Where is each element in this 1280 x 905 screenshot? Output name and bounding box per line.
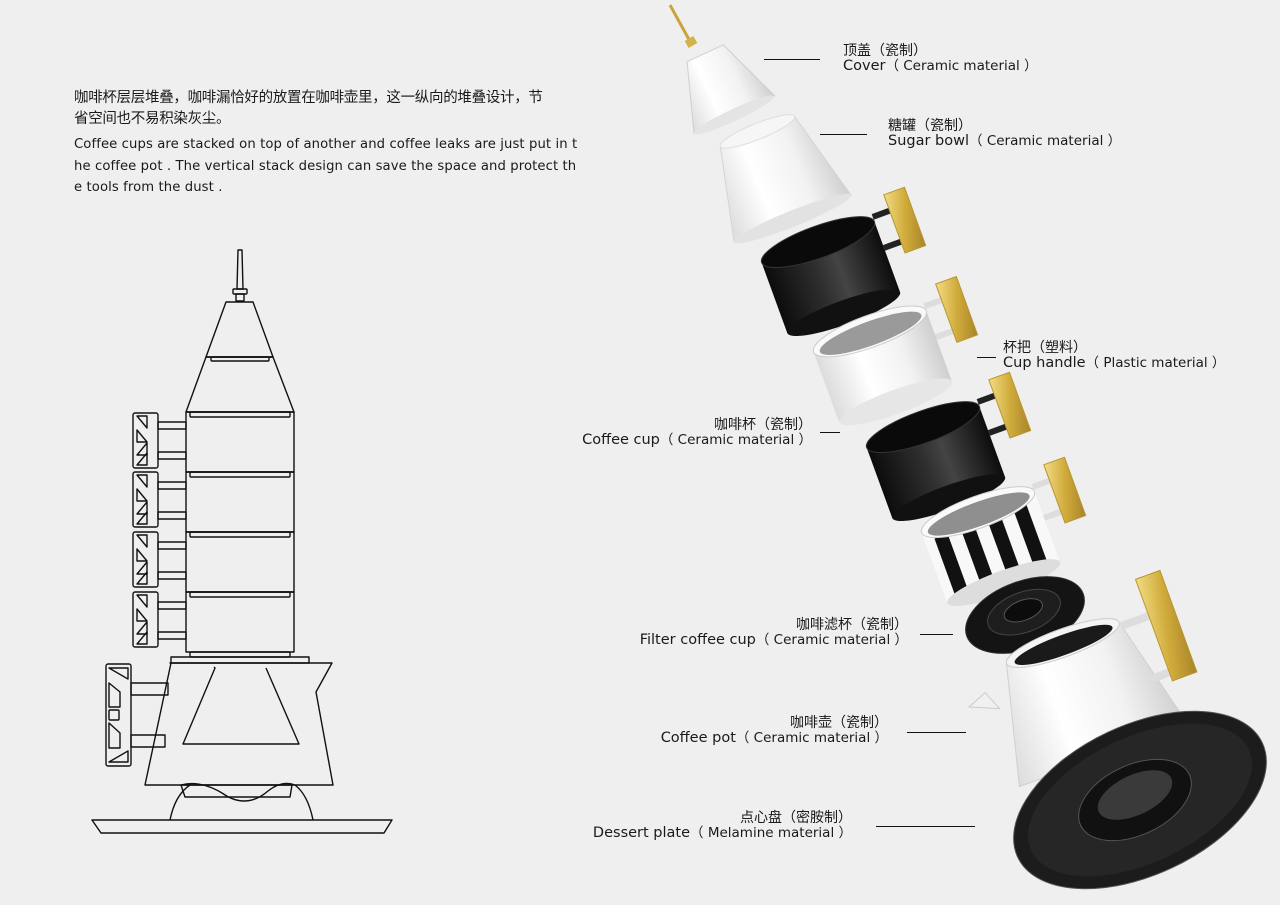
finial-drawing: [232, 249, 248, 302]
leader-line-sugar-bowl: [820, 134, 867, 136]
intro-chinese-line2: 省空间也不易积染灰尘。: [74, 111, 231, 127]
callout-cover-en: Cover（ Ceramic material ）: [843, 58, 1038, 74]
coffee-pot-render: [967, 569, 1198, 788]
intro-chinese-line1: 咖啡杯层层堆叠，咖啡漏恰好的放置在咖啡壶里，这一纵向的堆叠设计，节: [74, 90, 543, 106]
callout-sugar-bowl-en: Sugar bowl（ Ceramic material ）: [888, 133, 1122, 149]
striped-cup-render: [920, 456, 1087, 607]
leader-line-coffee-pot: [907, 732, 966, 734]
callout-cup-handle: 杯把（塑料） Cup handle（ Plastic material ）: [1003, 341, 1225, 371]
leader-line-dessert-plate: [876, 826, 975, 828]
callout-filter-coffee-cup-en: Filter coffee cup（ Ceramic material ）: [639, 632, 908, 648]
cover-render: [686, 44, 776, 135]
leader-line-coffee-cup: [820, 432, 840, 434]
leader-line-cover: [764, 59, 820, 61]
coffee-pot-drawing: [105, 656, 334, 786]
callout-sugar-bowl: 糖罐（瓷制） Sugar bowl（ Ceramic material ）: [888, 119, 1121, 149]
sugar-bowl-render: [719, 114, 852, 244]
callout-coffee-cup-zh: 咖啡杯（瓷制）: [714, 417, 812, 433]
callout-dessert-plate: 点心盘（密胺制） Dessert plate（ Melamine materia…: [593, 811, 852, 841]
callout-cup-handle-zh: 杯把（塑料）: [1003, 340, 1087, 356]
black-cup-render: [760, 186, 927, 337]
callout-sugar-bowl-zh: 糖罐（瓷制）: [888, 118, 972, 134]
leader-line-cup-handle: [977, 357, 996, 359]
callout-dessert-plate-zh: 点心盘（密胺制）: [740, 810, 852, 826]
dessert-plate-drawing: [91, 782, 393, 834]
intro-text-block: 咖啡杯层层堆叠，咖啡漏恰好的放置在咖啡壶里，这一纵向的堆叠设计，节 省空间也不易…: [74, 88, 584, 199]
callout-coffee-cup: 咖啡杯（瓷制） Coffee cup（ Ceramic material ）: [582, 418, 812, 448]
cups-drawing: [185, 411, 295, 658]
callout-cover-zh: 顶盖（瓷制）: [843, 43, 927, 59]
callout-filter-coffee-cup-zh: 咖啡滤杯（瓷制）: [796, 617, 908, 633]
black-cup-2-render: [865, 371, 1032, 522]
callout-dessert-plate-en: Dessert plate（ Melamine material ）: [592, 825, 852, 841]
cup-handles-drawing: [132, 412, 187, 648]
intro-english: Coffee cups are stacked on top of anothe…: [74, 137, 578, 195]
dessert-plate-render: [1013, 710, 1267, 890]
callout-coffee-pot: 咖啡壶（瓷制） Coffee pot（ Ceramic material ）: [661, 716, 888, 746]
white-cup-render: [812, 275, 979, 426]
leader-line-filter-coffee-cup: [920, 634, 953, 636]
callout-cup-handle-en: Cup handle（ Plastic material ）: [1003, 355, 1226, 371]
callout-coffee-cup-en: Coffee cup（ Ceramic material ）: [582, 432, 812, 448]
callout-cover: 顶盖（瓷制） Cover（ Ceramic material ）: [843, 44, 1038, 74]
callout-coffee-pot-zh: 咖啡壶（瓷制）: [790, 715, 888, 731]
intro-chinese: 咖啡杯层层堆叠，咖啡漏恰好的放置在咖啡壶里，这一纵向的堆叠设计，节 省空间也不易…: [74, 88, 584, 130]
finial-render: [668, 4, 698, 48]
callout-coffee-pot-en: Coffee pot（ Ceramic material ）: [660, 730, 888, 746]
callout-filter-coffee-cup: 咖啡滤杯（瓷制） Filter coffee cup（ Ceramic mate…: [640, 618, 908, 648]
